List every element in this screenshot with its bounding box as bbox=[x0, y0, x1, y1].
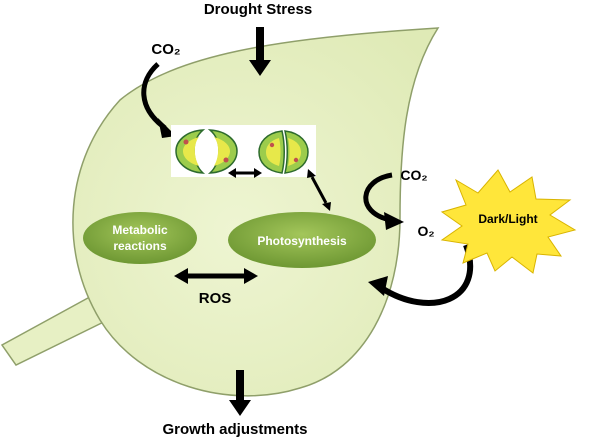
co2-o2-arrow bbox=[363, 172, 393, 223]
light-arrow-head bbox=[368, 276, 388, 296]
co2-top-arrow bbox=[141, 62, 167, 131]
metabolic-reactions-ellipse bbox=[83, 212, 197, 264]
stomata-photosynthesis-arrow bbox=[310, 176, 328, 204]
photosynthesis-label: Photosynthesis bbox=[257, 234, 347, 248]
closed-stoma bbox=[258, 130, 309, 174]
co2-right-label: CO₂ bbox=[400, 167, 427, 183]
growth-arrow-head bbox=[229, 400, 251, 416]
co2-top-label: CO₂ bbox=[151, 41, 180, 58]
o2-label: O₂ bbox=[417, 223, 434, 239]
photosynthesis-ellipse bbox=[228, 212, 376, 268]
dark-light-label: Dark/Light bbox=[478, 212, 537, 226]
metabolic-label-line1: Metabolic bbox=[112, 223, 168, 237]
open-stoma bbox=[175, 129, 238, 174]
ros-label: ROS bbox=[199, 290, 232, 307]
leaf-body bbox=[72, 27, 440, 397]
co2-o2-arrow-head bbox=[384, 212, 404, 230]
growth-adjustments-label: Growth adjustments bbox=[162, 421, 307, 438]
drought-stress-label: Drought Stress bbox=[204, 1, 312, 18]
dark-light-star bbox=[440, 169, 577, 274]
light-arrow bbox=[378, 243, 474, 306]
drought-arrow-head bbox=[249, 60, 271, 76]
metabolic-label-line2: reactions bbox=[113, 239, 167, 253]
